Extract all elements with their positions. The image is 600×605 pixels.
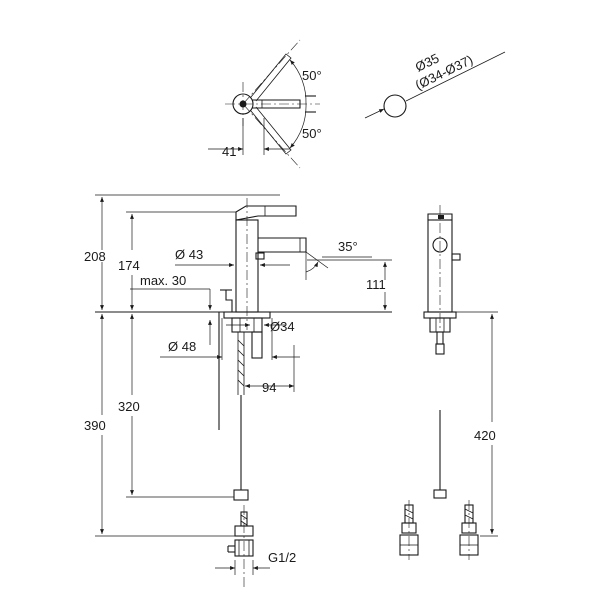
side-view-spout [258, 237, 307, 253]
diameter-43-label: Ø 43 [175, 247, 203, 262]
hose-length-420-label: 420 [474, 428, 496, 443]
spout-angle-label: 35° [338, 239, 358, 254]
offset-94-label: 94 [262, 380, 276, 395]
side-view: 208 174 Ø 43 35° 111 max. 30 Ø34 [84, 194, 392, 590]
side-view-lever [235, 205, 297, 221]
mounting-hole [383, 94, 407, 118]
angle-upper-label: 50° [302, 68, 322, 83]
hose-length-320-label: 320 [118, 399, 140, 414]
height-111-label: 111 [366, 277, 386, 292]
height-174-label: 174 [118, 258, 140, 273]
angle-lower-label: 50° [302, 126, 322, 141]
diameter-48-label: Ø 48 [168, 339, 196, 354]
max-thickness-label: max. 30 [140, 273, 186, 288]
front-view: 420 [399, 205, 498, 560]
diameter-34-label: Ø34 [270, 319, 295, 334]
width-41-label: 41 [222, 144, 236, 159]
height-390-label: 390 [84, 418, 106, 433]
height-208-label: 208 [84, 249, 106, 264]
top-view-lever-rotated-down [250, 106, 292, 155]
threaded-shank [251, 331, 263, 359]
hole-diameter-detail: Ø35 (Ø34-Ø37) [364, 50, 506, 119]
thread-g12-label: G1/2 [268, 550, 296, 565]
top-view: 50° 50° 41 [208, 39, 322, 169]
supply-hose [237, 332, 245, 395]
top-view-lever-rotated-up [250, 53, 292, 102]
